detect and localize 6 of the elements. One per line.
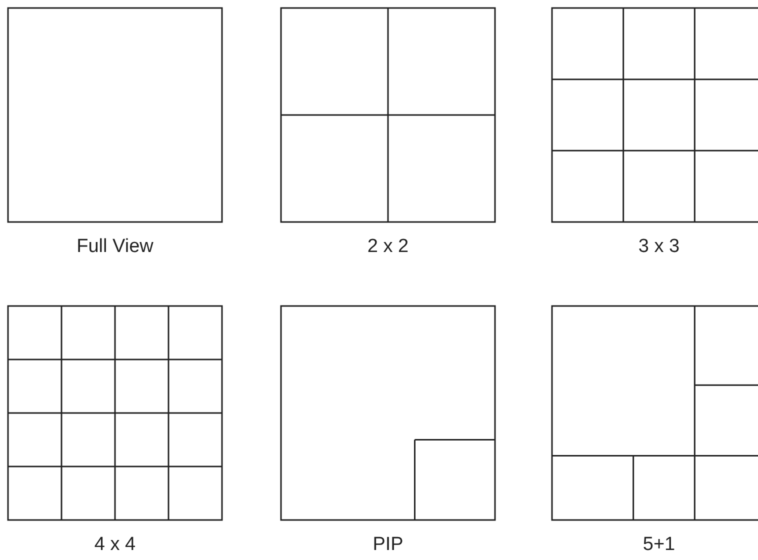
layout-caption: 5+1 — [642, 534, 676, 556]
layout-caption: 2 x 2 — [366, 236, 410, 258]
layout-caption: PIP — [372, 534, 404, 556]
layout-caption: 3 x 3 — [637, 236, 681, 258]
layout-caption: 4 x 4 — [93, 534, 137, 556]
layout-caption: Full View — [76, 236, 154, 258]
